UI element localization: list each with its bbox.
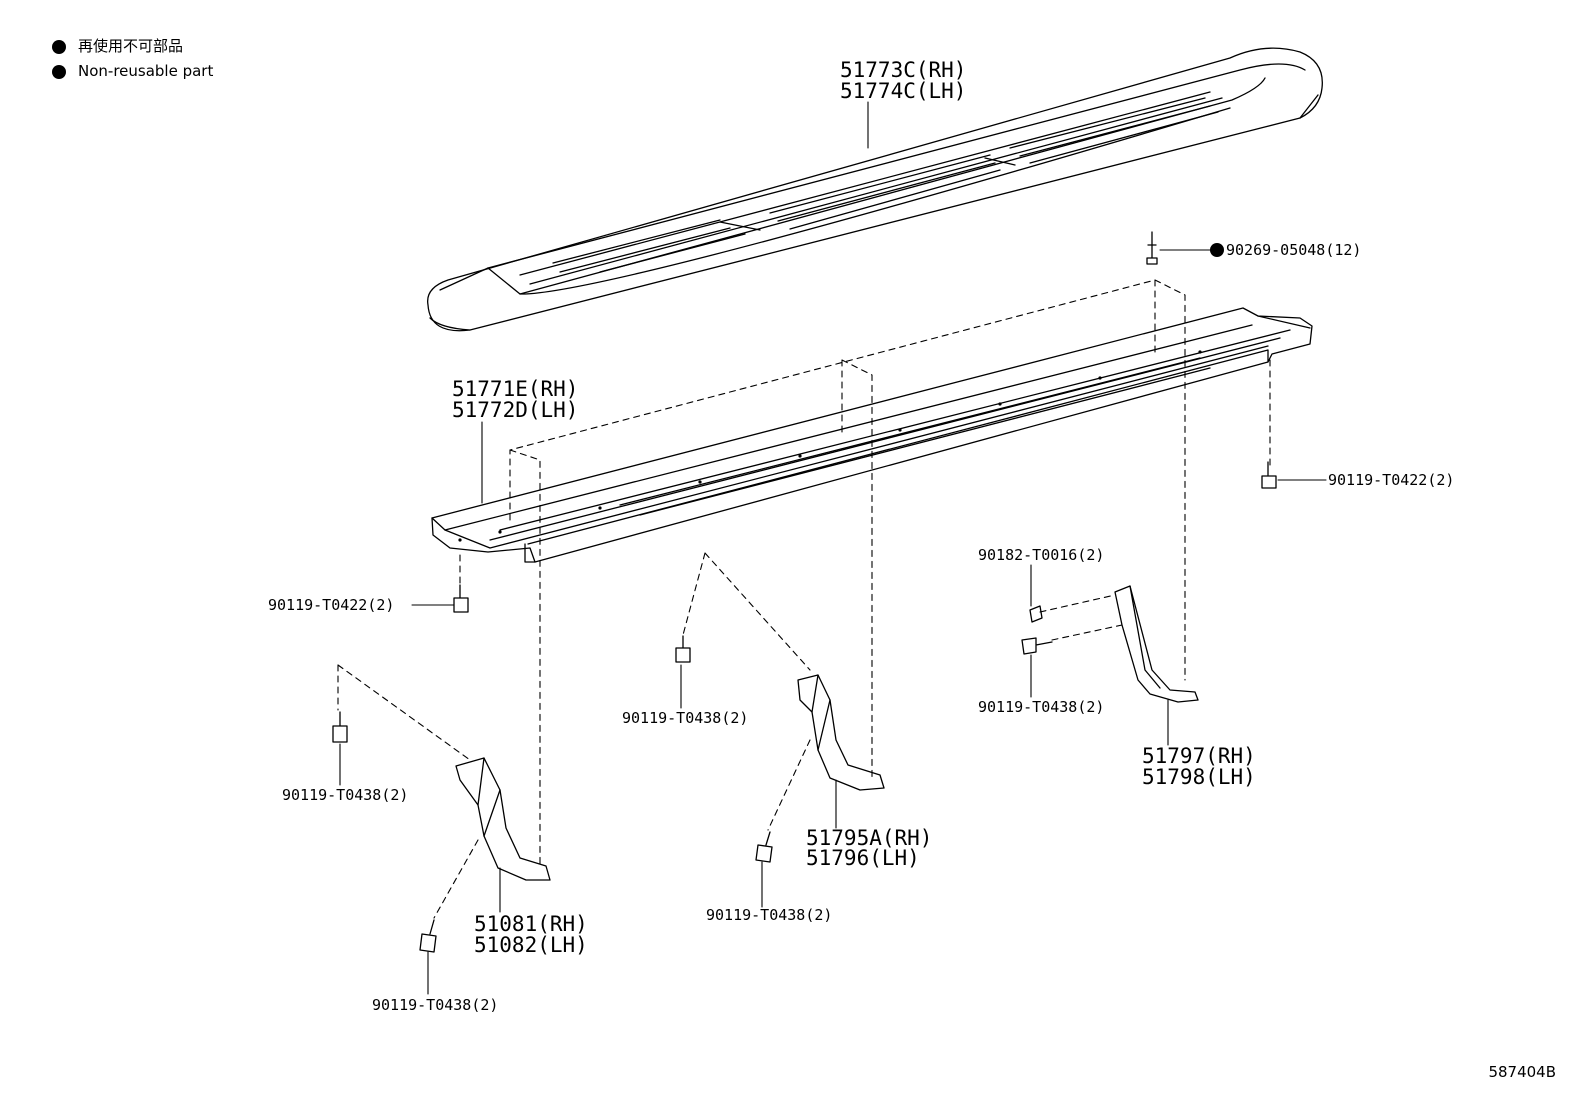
label-step-board-rh: 51771E(RH) xyxy=(452,377,579,401)
leader-lines xyxy=(339,101,1327,995)
non-reusable-dot-icon xyxy=(1210,243,1224,257)
label-bolt-center-bottom: 90119-T0438(2) xyxy=(706,906,833,924)
label-bolt-left-end: 90119-T0422(2) xyxy=(268,596,395,614)
legend-row-japanese: 再使用不可部品 xyxy=(52,34,213,59)
non-reusable-dot-icon xyxy=(52,39,66,54)
non-reusable-dot-icon xyxy=(52,64,66,79)
guide-lines xyxy=(337,279,1271,919)
label-front-bracket-lh: 51082(LH) xyxy=(474,933,588,957)
legend-japanese-text: 再使用不可部品 xyxy=(78,37,184,55)
step-board-drawing xyxy=(431,307,1313,563)
figure-id: 587404B xyxy=(1488,1063,1556,1081)
center-bracket-drawing xyxy=(675,635,885,863)
step-cover-drawing xyxy=(427,47,1323,332)
label-bolt-center-top: 90119-T0438(2) xyxy=(622,709,749,727)
label-nut-rear: 90182-T0016(2) xyxy=(978,546,1105,564)
label-rear-bracket-lh: 51798(LH) xyxy=(1142,765,1256,789)
label-bolt-rear: 90119-T0438(2) xyxy=(978,698,1105,716)
bolt-left-end-drawing xyxy=(453,584,469,613)
bolt-right-end-drawing xyxy=(1261,461,1277,489)
label-center-bracket-rh: 51795A(RH) xyxy=(806,826,933,850)
label-front-bracket-rh: 51081(RH) xyxy=(474,912,588,936)
label-rear-bracket-rh: 51797(RH) xyxy=(1142,744,1256,768)
label-step-cover-rh: 51773C(RH) xyxy=(840,58,967,82)
legend-row-english: Non-reusable part xyxy=(52,59,213,84)
clip-drawing xyxy=(1146,231,1158,265)
label-bolt-front-bottom: 90119-T0438(2) xyxy=(372,996,499,1014)
label-step-cover-lh: 51774C(LH) xyxy=(840,79,967,103)
label-clip-text: 90269-05048(12) xyxy=(1226,241,1362,259)
label-center-bracket-lh: 51796(LH) xyxy=(806,846,920,870)
front-bracket-drawing xyxy=(332,711,551,953)
legend: 再使用不可部品 Non-reusable part xyxy=(52,34,213,84)
label-clip: 90269-05048(12) xyxy=(1210,241,1361,259)
label-bolt-front-top: 90119-T0438(2) xyxy=(282,786,409,804)
label-bolt-right-end: 90119-T0422(2) xyxy=(1328,471,1455,489)
rear-bracket-drawing xyxy=(1021,585,1199,703)
label-step-board-lh: 51772D(LH) xyxy=(452,398,579,422)
legend-english-text: Non-reusable part xyxy=(78,62,214,80)
